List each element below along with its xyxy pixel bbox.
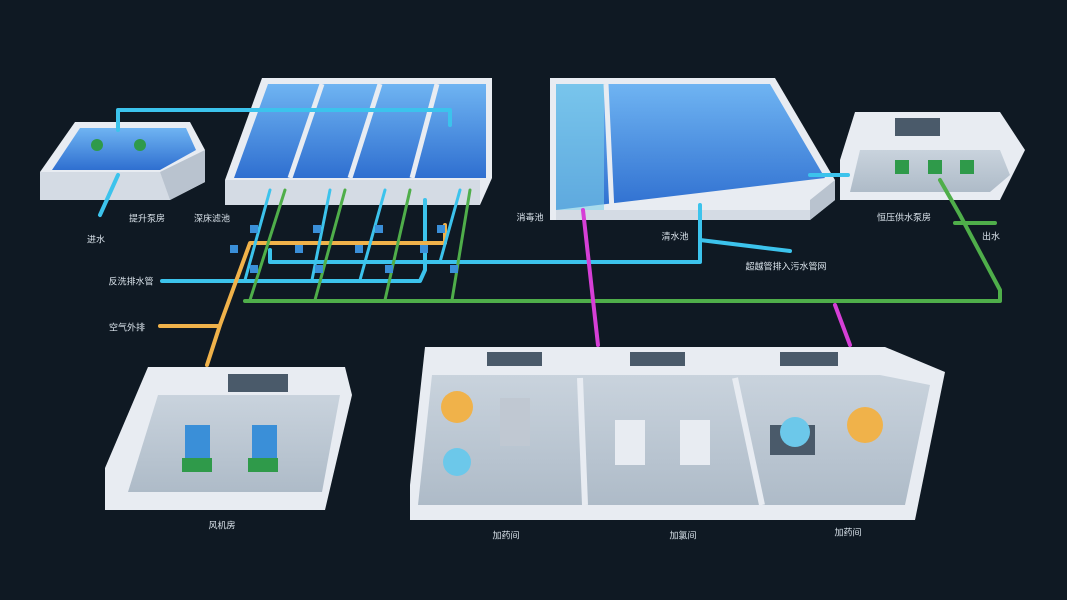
label-air-exhaust: 空气外排 [108,323,146,334]
label-pump-room: 恒压供水泵房 [876,213,932,224]
disinfection-clear-water-tank [550,78,835,220]
backwash-drain-pipe [160,198,427,283]
label-disinfection-tank: 消毒池 [516,213,544,224]
window-icon [895,118,940,136]
lift-to-filter-pipe [116,108,452,132]
filtered-water-pipe [268,203,702,264]
lift-pump-tank [40,122,205,200]
pump-icon [91,139,103,151]
label-clear-water-tank: 清水池 [661,232,689,243]
chemical-building [410,347,945,520]
green-main-pipe [243,178,1002,303]
overflow-pipe [698,238,792,253]
label-outlet: 出水 [981,232,1001,243]
inlet-pipe [98,173,120,217]
chlorine-pipe [581,208,600,347]
label-chlorination-room: 加氯间 [669,531,697,542]
window-icon [228,374,288,392]
valves [230,225,458,273]
chemical-tank-icon [780,417,810,447]
label-overflow-pipe: 超越管排入污水管网 [745,262,827,273]
chemical-tank-icon [441,391,473,423]
label-deep-bed-filter: 深床滤池 [193,214,231,225]
chemical-tank-icon [847,407,883,443]
air-pipe [205,223,447,367]
label-inlet: 进水 [86,235,106,246]
deep-bed-filter [225,78,492,205]
pump-icon [134,139,146,151]
pump-room-building [840,112,1025,200]
label-lift-pump-room: 提升泵房 [128,214,166,225]
label-dosing-room-2: 加药间 [834,528,862,539]
label-dosing-room-1: 加药间 [492,531,520,542]
label-backwash-drain-pipe: 反洗排水管 [108,277,154,288]
blower-room-building [105,367,352,510]
dosing-pipe [833,303,852,347]
chemical-tank-icon [443,448,471,476]
label-blower-room: 风机房 [208,521,236,532]
